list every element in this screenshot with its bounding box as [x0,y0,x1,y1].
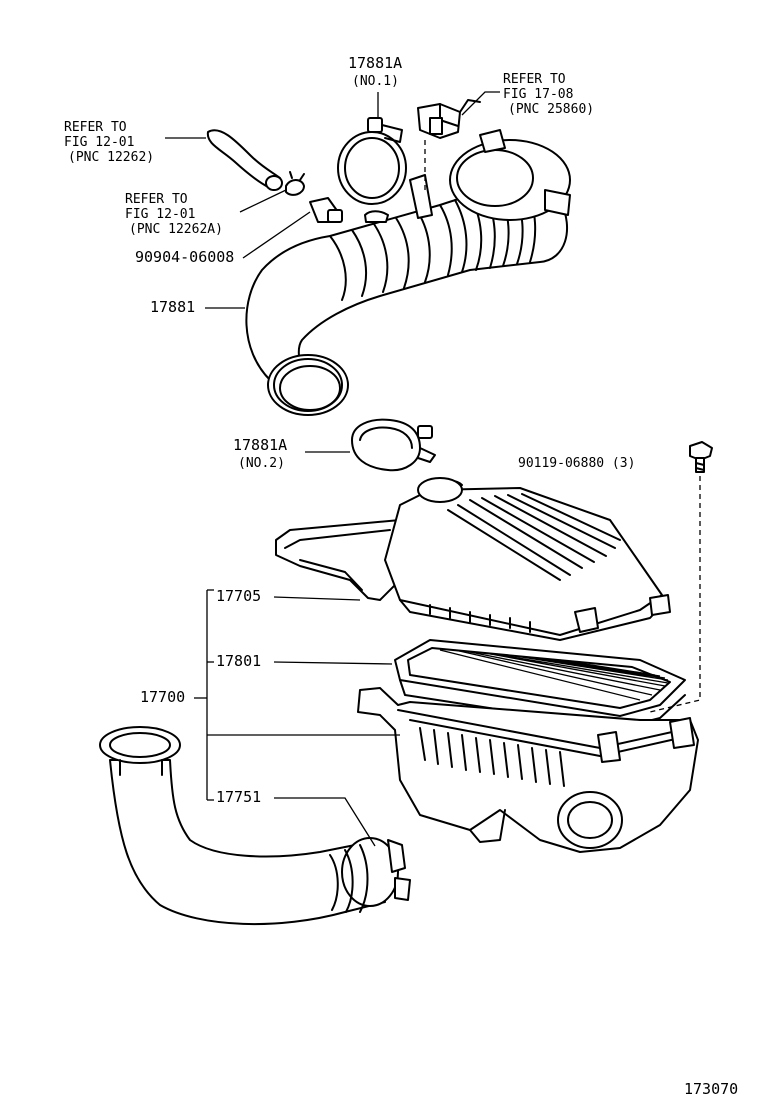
hose-clip[interactable] [285,171,305,196]
clamp-no2-part-number: 17881A [233,436,288,454]
clamp-no2-note: (NO.2) [238,456,285,471]
sensor-part-number: 90904-06008 [135,248,235,266]
cap-part-number: 17705 [216,587,262,605]
refer-fig-12-01-line1: REFER TO [64,120,127,135]
inlet-part-number: 17751 [216,788,262,806]
vacuum-switching-valve[interactable] [417,99,481,139]
bolt[interactable] [689,441,713,473]
air-inlet-duct[interactable] [99,726,411,926]
refer-fig-12-01a-line2: FIG 12-01 [125,207,196,222]
hose-clamp-no1[interactable] [337,117,407,205]
ventilation-hose[interactable] [206,129,283,191]
air-filter-element[interactable] [394,639,686,729]
air-cleaner-cap[interactable] [275,477,671,641]
refer-fig-17-08-line1: REFER TO [503,72,566,87]
refer-fig-12-01-line3: (PNC 12262) [68,150,155,165]
clamp-no1-note: (NO.1) [352,74,399,89]
refer-fig-12-01-line2: FIG 12-01 [64,135,135,150]
bolt-dashed-line [649,476,701,713]
intake-air-temperature-sensor[interactable] [309,197,343,223]
air-cleaner-case[interactable] [357,687,699,853]
leader-lines [165,91,500,847]
refer-fig-17-08-line3: (PNC 25860) [508,102,595,117]
refer-fig-17-08-line2: FIG 17-08 [503,87,574,102]
clamp-no1-part-number: 17881A [348,54,403,72]
figure-number: 173070 [684,1080,739,1098]
assembly-part-number: 17700 [140,688,186,706]
filter-part-number: 17801 [216,652,262,670]
refer-fig-12-01a-line3: (PNC 12262A) [129,222,223,237]
air-cleaner-hose[interactable] [245,129,571,416]
refer-fig-12-01a-line1: REFER TO [125,192,188,207]
hose-part-number: 17881 [150,298,196,316]
bolt-part-number: 90119-06880 (3) [518,456,636,471]
hose-clamp-no2[interactable] [351,418,436,472]
